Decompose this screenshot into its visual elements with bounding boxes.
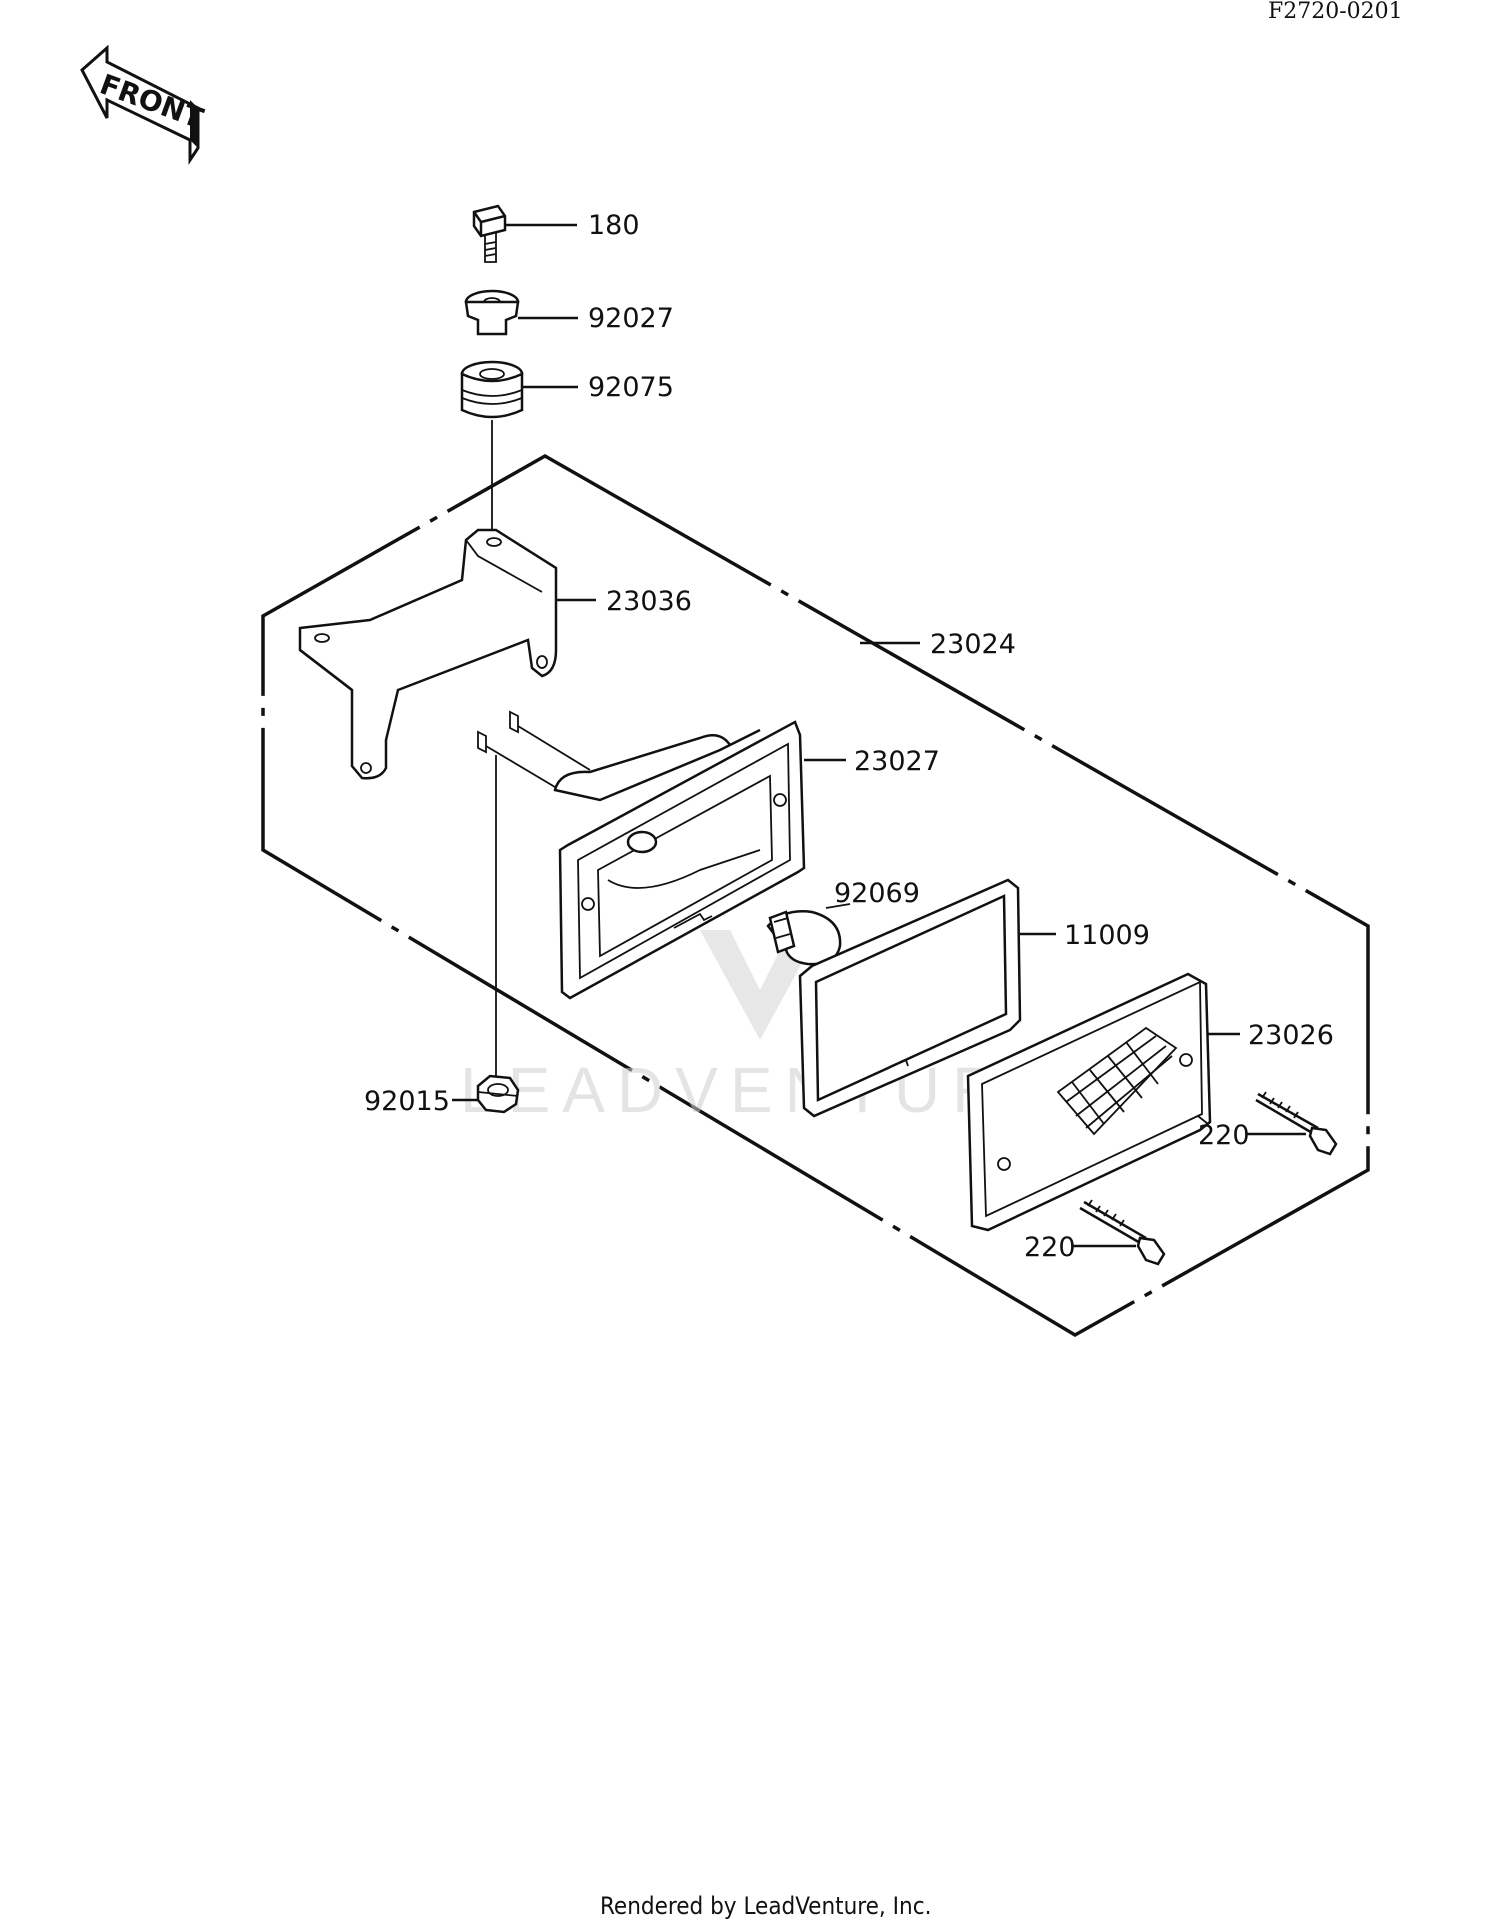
part-label-92015: 92015 (364, 1086, 450, 1117)
watermark-logo: LEADVENTURE (460, 930, 1065, 1126)
part-label-92027: 92027 (588, 303, 674, 334)
part-label-92075: 92075 (588, 372, 674, 403)
footer-credit: Rendered by LeadVenture, Inc. (600, 1892, 931, 1920)
part-label-23036: 23036 (606, 586, 692, 617)
watermark-text: LEADVENTURE (460, 1054, 1065, 1126)
part-label-220-lower: 220 (1024, 1232, 1076, 1263)
grommet-92075-icon (460, 360, 578, 419)
bolt-180-icon (472, 204, 577, 263)
assembly-outline-23024 (261, 453, 1370, 1338)
nut-92015-icon (452, 1074, 520, 1114)
part-label-23027: 23027 (854, 746, 940, 777)
part-label-11009: 11009 (1064, 920, 1150, 951)
part-label-92069: 92069 (834, 878, 920, 909)
lamp-housing-23027-icon (553, 720, 846, 1000)
front-arrow-icon: FRONT (80, 44, 208, 165)
screw-220-lower-icon (1072, 1199, 1166, 1266)
bracket-23036-icon (298, 528, 596, 780)
socket-terminal-icon (477, 710, 591, 791)
screw-220-upper-icon (1246, 1091, 1338, 1156)
lens-grid-pattern (1056, 1026, 1178, 1136)
part-label-220-upper: 220 (1198, 1120, 1250, 1151)
collar-92027-icon (464, 289, 578, 336)
front-arrow-label: FRONT (96, 68, 208, 136)
part-label-180: 180 (588, 210, 640, 241)
diagram-code: F2720-0201 (1268, 0, 1403, 24)
bulb-92069-icon (766, 903, 851, 966)
lens-23026-icon (966, 972, 1240, 1232)
part-label-23024: 23024 (930, 629, 1016, 660)
part-label-23026: 23026 (1248, 1020, 1334, 1051)
gasket-11009-icon (798, 878, 1056, 1118)
